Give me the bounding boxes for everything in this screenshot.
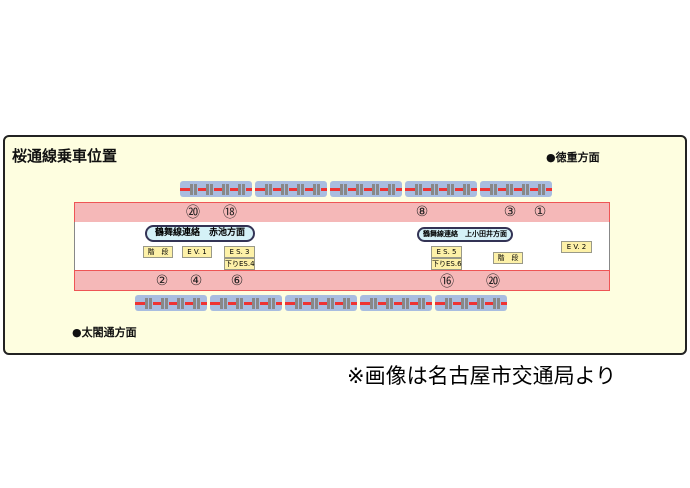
- train-door: [295, 298, 303, 309]
- position-number: ①: [533, 204, 547, 220]
- position-number: ⑳: [186, 205, 200, 221]
- train-door: [222, 184, 230, 195]
- train-door: [370, 298, 378, 309]
- connection-kamiotai: 鶴舞線連絡 上小田井方面: [417, 227, 513, 242]
- train-door: [252, 298, 260, 309]
- train-door: [193, 298, 201, 309]
- position-number: ⑥: [230, 273, 244, 289]
- train-door: [313, 184, 321, 195]
- train-door: [431, 184, 439, 195]
- train-door: [177, 298, 185, 309]
- position-number: ⑳: [486, 274, 500, 290]
- diagram-title: 桜通線乗車位置: [12, 147, 118, 165]
- train-door: [206, 184, 214, 195]
- train-car: [435, 295, 507, 311]
- connection-akaike: 鶴舞線連絡 赤池方面: [145, 225, 255, 242]
- train-door: [236, 298, 244, 309]
- train-door: [265, 184, 273, 195]
- escalator-5: E S. 5: [431, 246, 462, 258]
- train-car: [480, 181, 552, 197]
- escalator-3: E S. 3: [224, 246, 255, 258]
- train-door: [445, 298, 453, 309]
- train-door: [220, 298, 228, 309]
- train-door: [447, 184, 455, 195]
- elevator-2: E V. 2: [561, 241, 592, 253]
- direction-taikodori: ●太閤通方面: [72, 326, 137, 339]
- train-car: [360, 295, 432, 311]
- train-door: [327, 298, 335, 309]
- elevator-1: E V. 1: [182, 246, 212, 258]
- train-door: [268, 298, 276, 309]
- train-door: [538, 184, 546, 195]
- train-door: [343, 298, 351, 309]
- train-door: [493, 298, 501, 309]
- train-door: [281, 184, 289, 195]
- train-door: [356, 184, 364, 195]
- position-number: ⑧: [415, 204, 429, 220]
- train-door: [461, 298, 469, 309]
- train-door: [297, 184, 305, 195]
- train-car: [135, 295, 207, 311]
- direction-tokushige: ●徳重方面: [546, 151, 600, 164]
- position-number: ②: [155, 273, 169, 289]
- train-door: [418, 298, 426, 309]
- train-door: [522, 184, 530, 195]
- train-door: [190, 184, 198, 195]
- platform-track-bottom: [74, 270, 610, 291]
- train-car: [210, 295, 282, 311]
- train-door: [402, 298, 410, 309]
- train-car: [255, 181, 327, 197]
- train-car: [405, 181, 477, 197]
- train-door: [372, 184, 380, 195]
- stairs-right: 階 段: [493, 252, 523, 264]
- train-car: [180, 181, 252, 197]
- stairs-left: 階 段: [143, 246, 173, 258]
- position-number: ④: [189, 273, 203, 289]
- escalator-6: 下りES.6: [431, 258, 462, 270]
- train-door: [490, 184, 498, 195]
- train-door: [311, 298, 319, 309]
- escalator-4: 下りES.4: [224, 258, 255, 270]
- train-door: [415, 184, 423, 195]
- train-door: [388, 184, 396, 195]
- train-door: [145, 298, 153, 309]
- train-door: [463, 184, 471, 195]
- train-door: [506, 184, 514, 195]
- platform-track-top: [74, 202, 610, 223]
- train-door: [477, 298, 485, 309]
- position-number: ⑯: [440, 274, 454, 290]
- train-door: [386, 298, 394, 309]
- train-door: [161, 298, 169, 309]
- position-number: ⑱: [223, 205, 237, 221]
- position-number: ③: [503, 204, 517, 220]
- train-door: [340, 184, 348, 195]
- train-car: [285, 295, 357, 311]
- train-car: [330, 181, 402, 197]
- train-door: [238, 184, 246, 195]
- caption: ※画像は名古屋市交通局より: [347, 364, 617, 388]
